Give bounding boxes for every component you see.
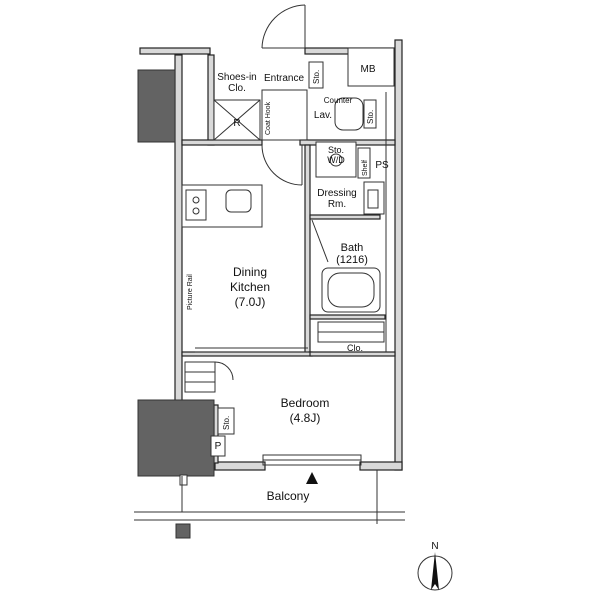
entrance-label: Entrance	[264, 73, 304, 84]
dressing-label-2: Rm.	[328, 199, 346, 210]
clo-label: Clo.	[347, 343, 363, 353]
entrance-door	[261, 4, 306, 186]
sto-wd-label: Sto.	[328, 145, 344, 155]
bath-size: (1216)	[336, 254, 368, 266]
balcony-area	[134, 470, 405, 524]
picture-rail-label: Picture Rail	[187, 274, 194, 310]
dining-kitchen-size: (7.0J)	[235, 295, 266, 309]
r-label: R	[233, 118, 240, 129]
bath-label: Bath	[341, 242, 364, 254]
column-balcony-post	[175, 523, 191, 539]
column-bottom-left	[137, 399, 215, 477]
north-label: N	[431, 541, 438, 552]
p-label: P	[215, 441, 222, 452]
sto-bedroom-label: Sto.	[222, 416, 231, 430]
bedroom-label: Bedroom	[281, 396, 330, 410]
sto-wd-label-2: W/D	[327, 155, 345, 165]
sto-entrance-label: Sto.	[312, 70, 321, 84]
coat-hook-label: Coat Hook	[265, 101, 272, 135]
entry-marker	[306, 472, 318, 484]
column-top-left	[137, 69, 176, 143]
shoes-in-label: Shoes-in	[217, 72, 256, 83]
shelf-label: Shelf	[362, 160, 369, 176]
dining-kitchen-label: Dining	[233, 265, 267, 279]
dining-kitchen-label-2: Kitchen	[230, 280, 270, 294]
mb-label: MB	[361, 64, 376, 75]
shoes-in-label-2: Clo.	[228, 83, 246, 94]
dressing-label: Dressing	[317, 188, 356, 199]
north-arrow-icon: N	[417, 541, 453, 591]
ps-label: PS	[375, 160, 389, 171]
sto-lav-label: Sto.	[366, 110, 375, 124]
balcony-label: Balcony	[267, 489, 310, 503]
bedroom-size: (4.8J)	[290, 411, 321, 425]
counter-label: Counter	[324, 96, 353, 105]
lav-label: Lav.	[314, 110, 332, 121]
